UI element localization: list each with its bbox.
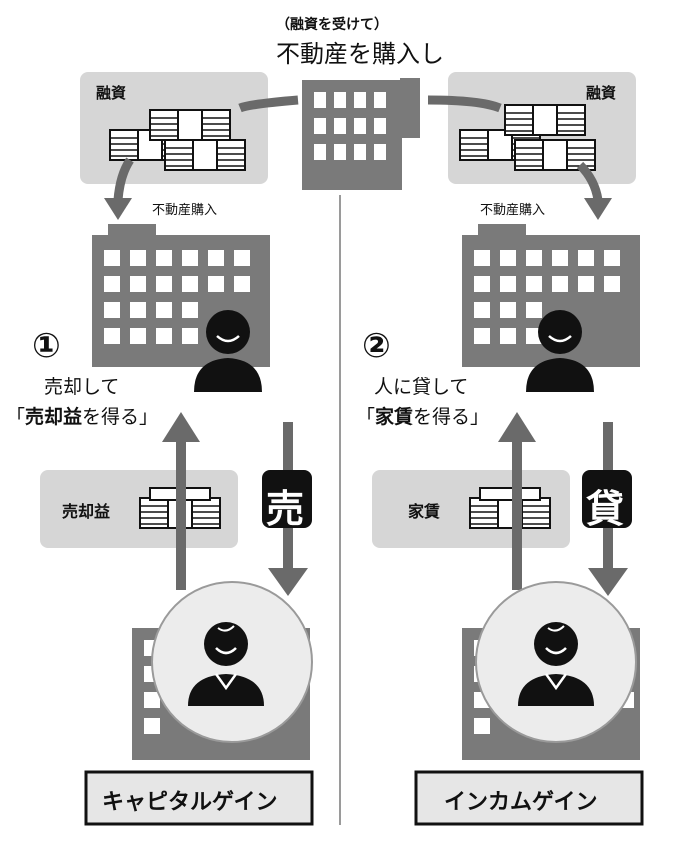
sell-badge (262, 470, 312, 528)
profit-label-left: 売却益 (62, 502, 111, 521)
step-desc-line1-right: 人に貸して (374, 376, 469, 398)
footer-label-left: キャピタルゲイン (102, 790, 278, 815)
arrow-icon (427, 95, 502, 113)
footer-box-left (84, 770, 314, 826)
loan-label-left: 融資 (96, 84, 127, 102)
arrow-icon (512, 440, 522, 590)
header-subtitle: （融資を受けて） (276, 17, 388, 33)
header-title: 不動産を購入し (276, 40, 444, 68)
step-number-1: ① (32, 326, 61, 366)
arrow-icon (584, 198, 612, 220)
step-number-2: ② (362, 326, 391, 366)
step-desc-line2-left: 「売却益を得る」 (6, 406, 159, 428)
arrow-icon (498, 412, 536, 442)
footer-label-right: インカムゲイン (444, 790, 598, 815)
sell-badge-label: 売 (266, 487, 305, 531)
arrow-icon (238, 95, 299, 113)
arrow-icon (162, 412, 200, 442)
arrow-icon (113, 157, 134, 201)
purchase-label-right: 不動産購入 (480, 203, 546, 218)
arrow-icon (176, 440, 186, 590)
arrow-icon (104, 198, 132, 220)
footer-box-right (414, 770, 644, 826)
rent-badge-label: 貸 (586, 487, 625, 531)
rent-badge (582, 470, 632, 528)
step-desc-line2-right: 「家賃を得る」 (356, 406, 490, 428)
purchase-label-left: 不動産購入 (152, 203, 218, 218)
arrow-icon (576, 161, 603, 201)
money-stack-icon (469, 487, 551, 529)
profit-label-right: 家賃 (408, 502, 441, 521)
step-desc-line1-left: 売却して (44, 376, 120, 398)
loan-label-right: 融資 (586, 84, 617, 102)
arrow-icon (588, 568, 628, 596)
purchased-building-icon (302, 78, 420, 190)
arrow-icon (268, 568, 308, 596)
